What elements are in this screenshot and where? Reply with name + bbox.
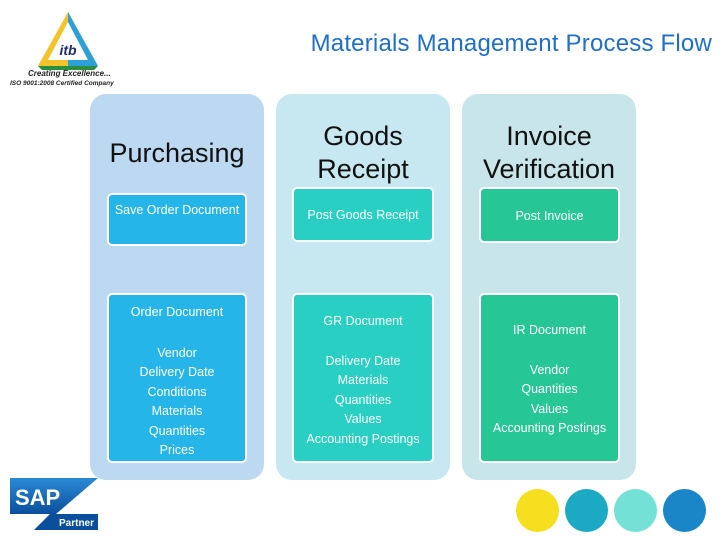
decorative-circle-blue bbox=[663, 489, 706, 532]
detail-item: Vendor bbox=[157, 345, 197, 360]
column-heading-purchasing: Purchasing bbox=[109, 138, 245, 168]
column-heading-invoice-verification: Invoice Verification bbox=[482, 121, 616, 184]
detail-item: Delivery Date bbox=[139, 365, 215, 379]
detail-item: Conditions bbox=[147, 384, 207, 399]
detail-item: Accounting Postings bbox=[306, 431, 420, 446]
detail-item: Vendor bbox=[529, 362, 570, 377]
detail-item: Quantities bbox=[148, 423, 206, 438]
sap-partner-badge: SAP Partner bbox=[10, 478, 98, 530]
column-heading-goods-receipt: Goods Receipt bbox=[317, 121, 409, 184]
decorative-circle-teal bbox=[565, 489, 608, 532]
itb-logo: itb bbox=[8, 8, 133, 92]
sap-logo-icon: SAP Partner bbox=[10, 478, 98, 530]
detail-item: Quantities bbox=[521, 382, 578, 396]
sap-brand-text: SAP bbox=[15, 485, 60, 510]
decorative-circle-yellow bbox=[516, 489, 559, 532]
document-box-ir: IR Document Vendor Quantities Values Acc… bbox=[479, 293, 620, 463]
sap-partner-text: Partner bbox=[59, 518, 94, 529]
detail-item: Quantities bbox=[334, 392, 392, 407]
logo-tagline: Creating Excellence... bbox=[28, 69, 111, 78]
detail-item: Prices bbox=[159, 443, 195, 457]
detail-item: Delivery Date bbox=[325, 353, 401, 368]
document-box-order: Order Document Vendor Delivery Date Cond… bbox=[107, 293, 247, 463]
detail-item: Materials bbox=[337, 373, 389, 387]
document-title-order: Order Document bbox=[130, 305, 224, 319]
step-save-order-document: Save Order Document bbox=[107, 193, 247, 246]
logo-iso: ISO 9001:2008 Certified Company bbox=[10, 80, 114, 87]
detail-item: Accounting Postings bbox=[492, 421, 607, 435]
document-box-gr: GR Document Delivery Date Materials Quan… bbox=[292, 293, 434, 463]
itb-triangle-icon: itb bbox=[38, 12, 98, 70]
decorative-circle-aqua bbox=[614, 489, 657, 532]
detail-item: Values bbox=[530, 401, 569, 416]
detail-item: Values bbox=[344, 412, 382, 426]
document-title-ir: IR Document bbox=[513, 323, 586, 337]
document-title-gr: GR Document bbox=[323, 314, 403, 328]
page-title: Materials Management Process Flow bbox=[310, 30, 712, 57]
detail-item: Materials bbox=[151, 404, 203, 418]
logo-text: itb bbox=[59, 42, 77, 58]
step-post-invoice: Post Invoice bbox=[479, 187, 620, 243]
step-post-goods-receipt: Post Goods Receipt bbox=[292, 187, 434, 242]
